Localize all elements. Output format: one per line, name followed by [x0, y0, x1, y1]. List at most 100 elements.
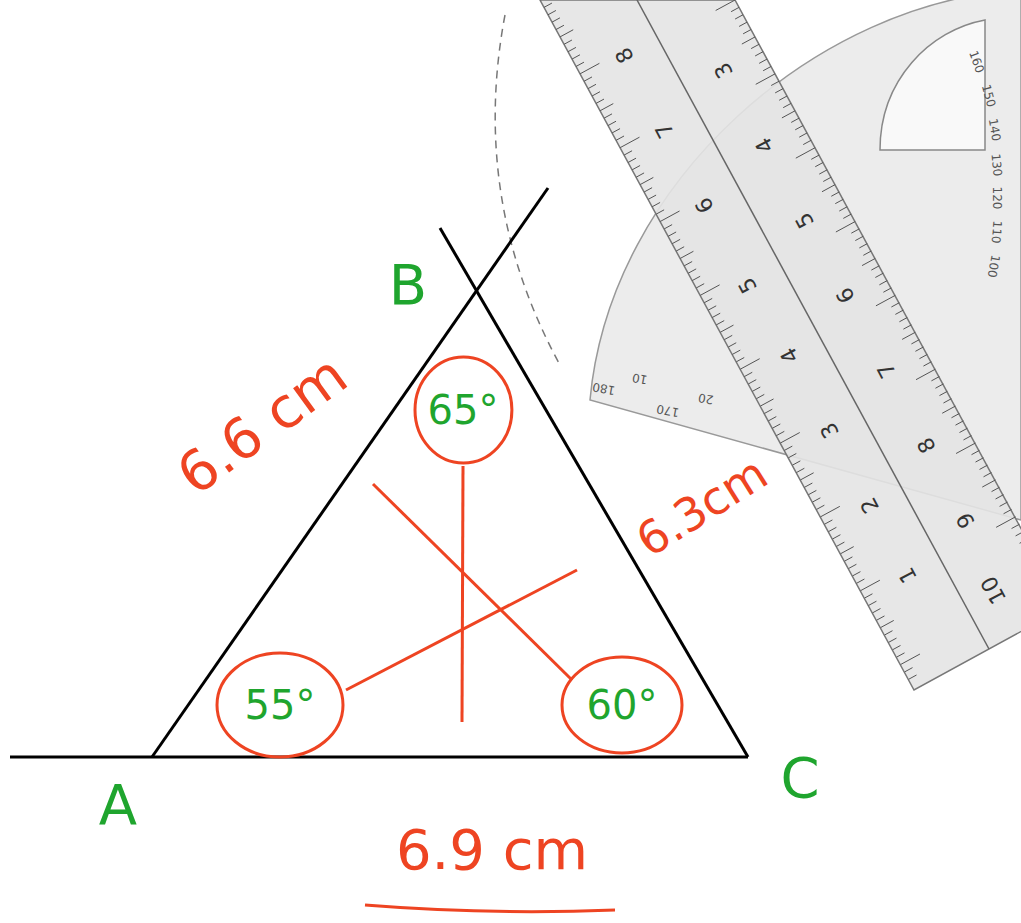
ruler-tick [1000, 502, 1008, 506]
ruler-tick [822, 185, 835, 192]
dimension-label: 6.6 cm [166, 344, 358, 507]
ruler-tick [955, 421, 963, 425]
ruler-tick [556, 25, 564, 29]
ruler-tick [1020, 539, 1021, 543]
ruler-tick [795, 126, 803, 130]
ruler-tick [976, 458, 984, 462]
ruler-tick [889, 638, 897, 642]
dimension-label: 6.9 cm [396, 819, 588, 881]
ruler-tick [716, 0, 735, 10]
ruler-tick [916, 369, 935, 379]
ruler-tick [636, 173, 644, 177]
ruler-tick [951, 413, 959, 417]
ruler-tick [863, 251, 871, 255]
ruler-tick [861, 580, 880, 590]
ruler-tick [815, 162, 823, 166]
ruler-tick [784, 446, 792, 450]
ruler-tick [775, 89, 783, 93]
ruler-tick [923, 362, 931, 366]
ruler-tick [552, 18, 560, 22]
protractor-number: 120 [989, 187, 1002, 210]
ruler-tick [759, 59, 767, 63]
ruler-tick [700, 285, 719, 295]
angle-value: 65° [428, 388, 499, 432]
ruler-tick [720, 325, 733, 332]
ruler-tick [716, 321, 724, 325]
ruler-tick [899, 317, 907, 321]
ruler-tick [580, 63, 599, 73]
ruler-tick [812, 498, 820, 502]
ruler-tick [592, 92, 600, 96]
angle-value: 60° [587, 683, 658, 727]
ruler-tick [640, 177, 653, 184]
ruler-tick [939, 391, 947, 395]
dimension-label: 6.3cm [628, 448, 776, 567]
ruler-tick [648, 195, 656, 199]
ruler-tick [816, 505, 824, 509]
ruler-tick [956, 443, 975, 453]
ruler-tick [857, 579, 865, 583]
ruler-tick [620, 137, 639, 147]
ruler-tick [865, 594, 873, 598]
ruler-tick [799, 133, 807, 137]
ruler-tick [843, 214, 851, 218]
ruler [540, 0, 1021, 690]
bisector-line [373, 484, 572, 680]
protractor-number: 110 [988, 220, 1003, 244]
ruler-tick [837, 542, 845, 546]
ruler-tick [796, 468, 804, 472]
ruler-tick [796, 148, 815, 158]
ruler-tick [660, 211, 679, 221]
ruler-tick [680, 251, 693, 258]
ruler-tick [911, 340, 919, 344]
ruler-tick [972, 450, 980, 454]
ruler-tick [548, 10, 556, 14]
bisector-line [462, 466, 463, 722]
ruler-tick [828, 527, 836, 531]
ruler-tick [905, 668, 913, 672]
ruler-tick [982, 480, 995, 487]
ruler-tick [736, 358, 744, 362]
ruler-tick [902, 332, 915, 339]
bisector-line [346, 570, 577, 690]
ruler-tick [869, 601, 877, 605]
ruler-tick [776, 431, 784, 435]
angle-circle: 65° [413, 355, 514, 465]
ruler-tick [943, 399, 951, 403]
ruler-tick [919, 354, 927, 358]
ruler-tick [696, 284, 704, 288]
ruler-tick [895, 310, 903, 314]
protractor-number: 100 [985, 254, 1002, 279]
ruler-tick [851, 229, 859, 233]
ruler-tick [744, 372, 752, 376]
ruler-tick [931, 377, 939, 381]
ruler-tick [839, 207, 847, 211]
protractor-number: 170 [656, 402, 681, 419]
ruler-tick [996, 517, 1015, 527]
ruler-tick [824, 520, 832, 524]
circle-outline [415, 357, 512, 463]
ruler-tick [782, 111, 795, 118]
ruler-tick [800, 473, 813, 480]
ruler-tick [756, 74, 775, 84]
angle-circle: 60° [560, 655, 684, 755]
ruler-tick [859, 244, 867, 248]
ruler-tick [1012, 524, 1020, 528]
ruler-tick [779, 96, 787, 100]
ruler-tick [764, 409, 772, 413]
angle-circle: 55° [215, 651, 345, 759]
ruler-tick [588, 84, 596, 88]
ruler-tick [632, 166, 640, 170]
angle-value: 55° [245, 683, 316, 727]
answer-underline [365, 905, 615, 912]
ruler-tick [804, 483, 812, 487]
ruler-tick [708, 306, 716, 310]
ruler-tick [836, 222, 855, 232]
ruler-tick [903, 325, 911, 329]
ruler-tick [891, 303, 899, 307]
ruler-tick [893, 645, 901, 649]
protractor-number: 130 [988, 153, 1003, 177]
ruler-tick [739, 22, 747, 26]
ruler-tick [871, 266, 879, 270]
ruler-tick [604, 114, 612, 118]
